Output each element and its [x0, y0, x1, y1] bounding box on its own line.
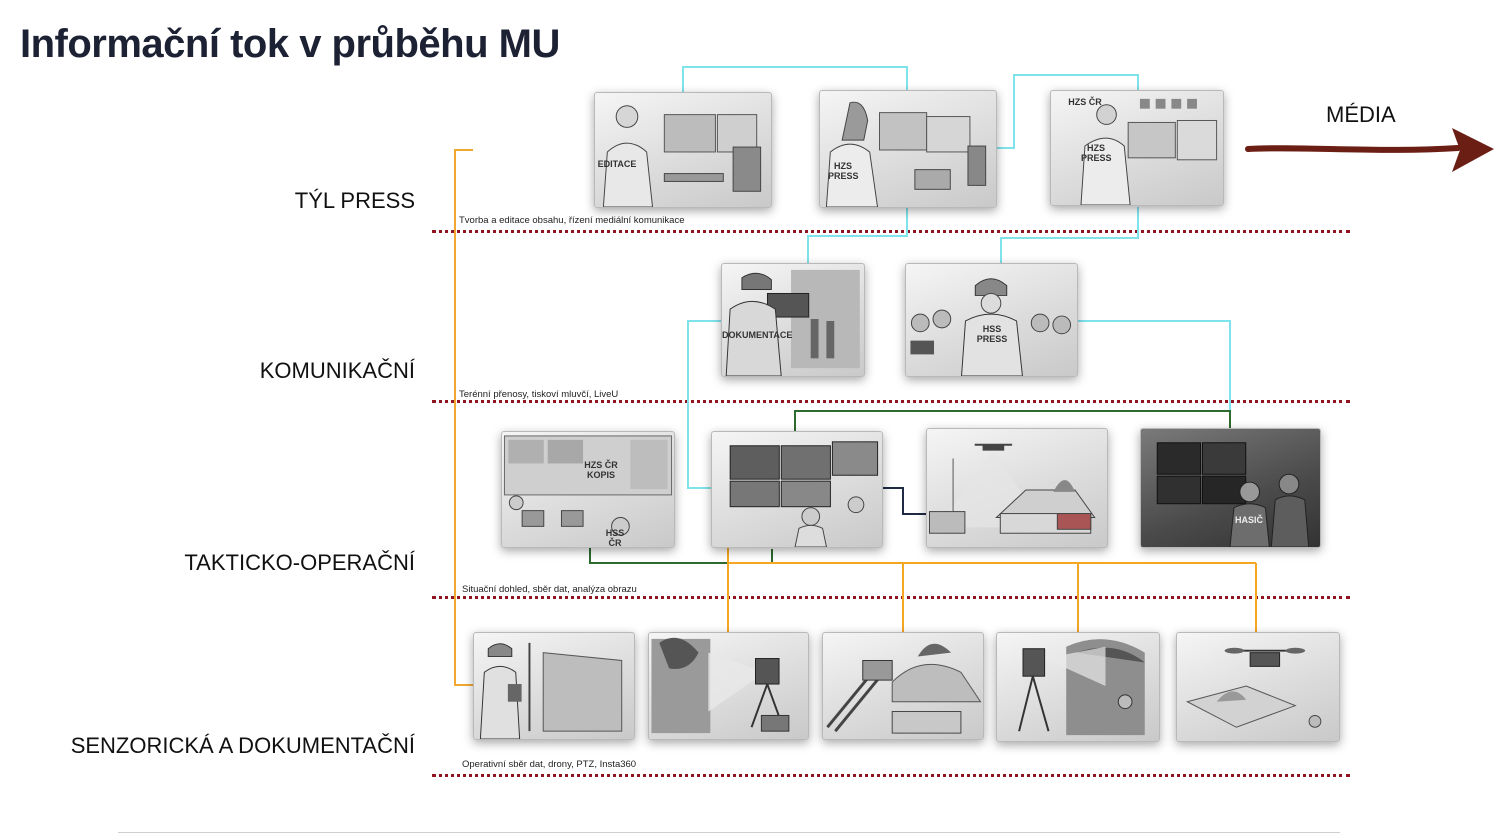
layer-caption-komunikacni: Terénní přenosy, tiskoví mluvčí, LiveU: [459, 389, 619, 400]
panel-kopis-center: HZS ČR KOPIS HSS ČR: [501, 431, 675, 548]
layer-caption-takticko-operacni: Situační dohled, sběr dat, analýza obraz…: [462, 584, 637, 595]
panel-ladder-crew: [822, 632, 984, 740]
drone-survey-illustration: [1185, 647, 1322, 728]
cyan-connector: [1078, 320, 1231, 428]
cyan-connector: [682, 66, 908, 92]
ptz-camera-illustration: [651, 637, 790, 734]
panel-sensor-operator: [473, 632, 635, 740]
footer-divider: [118, 832, 1340, 833]
layer-separator: [432, 596, 1350, 599]
badge-hzs-cr-kopis: HZS ČR KOPIS: [584, 460, 618, 480]
layer-caption-senzoricka: Operativní sběr dat, drony, PTZ, Insta36…: [462, 759, 637, 770]
badge-hzs-press-2: HZS PRESS: [1081, 143, 1112, 163]
panel-drone-scene: [926, 428, 1108, 548]
layer-label-senzoricka: SENZORICKÁ A DOKUMENTAČNÍ: [70, 733, 415, 758]
media-arrow: [1245, 128, 1494, 172]
panel-drone-survey: [1176, 632, 1340, 742]
layer-label-komunikacni: KOMUNIKAČNÍ: [259, 358, 415, 383]
panel-press-editor: EDITACE: [594, 92, 772, 208]
badge-hzs-press: HZS PRESS: [828, 161, 859, 181]
press-social-illustration: [1080, 98, 1218, 205]
operations-room-illustration: [729, 441, 879, 547]
badge-dokumentace: DOKUMENTACE: [722, 330, 793, 340]
badge-editace: EDITACE: [597, 159, 637, 169]
field-camera-illustration: [725, 269, 860, 376]
layer-separator: [432, 400, 1350, 403]
panel-press-briefing: HSS PRESS: [905, 263, 1078, 377]
layer-label-tyl-press: TÝL PRESS: [294, 188, 415, 213]
layer-caption-tyl-press: Tvorba a editace obsahu, řízení mediální…: [459, 215, 685, 226]
badge-hss-cr: HSS ČR: [605, 528, 625, 548]
layer-separator: [432, 774, 1350, 777]
badge-hzs-cr: HZS ČR: [1068, 97, 1102, 107]
panel-field-command: HASIČ: [1140, 428, 1321, 548]
navy-connector: [883, 487, 926, 515]
panel-operations-room: [711, 431, 883, 548]
press-operator-illustration: [825, 101, 987, 207]
badge-hasic: HASIČ: [1234, 515, 1263, 525]
cyan-connector: [807, 207, 908, 263]
kopis-center-illustration: [503, 435, 673, 536]
ladder-crew-illustration: [826, 643, 982, 734]
panel-field-camera: DOKUMENTACE: [721, 263, 865, 377]
panel-ptz-camera: [648, 632, 809, 740]
panel-fixed-camera: [996, 632, 1160, 742]
panel-press-operator: HZS PRESS: [819, 90, 997, 208]
page-title: Informační tok v průběhu MU: [20, 22, 560, 66]
press-briefing-illustration: [910, 278, 1072, 376]
field-command-illustration: [1156, 442, 1310, 547]
layer-separator: [432, 230, 1350, 233]
sensor-operator-illustration: [479, 642, 623, 739]
drone-scene-illustration: [928, 443, 1096, 534]
cyan-connector: [1000, 207, 1139, 263]
press-workstation-illustration: [602, 105, 762, 207]
fixed-camera-illustration: [1018, 639, 1145, 736]
media-label: MÉDIA: [1326, 102, 1396, 127]
green-connector: [589, 548, 773, 564]
panel-press-social: HZS ČR HZS PRESS: [1050, 90, 1224, 206]
badge-hss-press: HSS PRESS: [976, 324, 1008, 344]
layer-label-takticko-operacni: TAKTICKO-OPERAČNÍ: [184, 550, 415, 575]
